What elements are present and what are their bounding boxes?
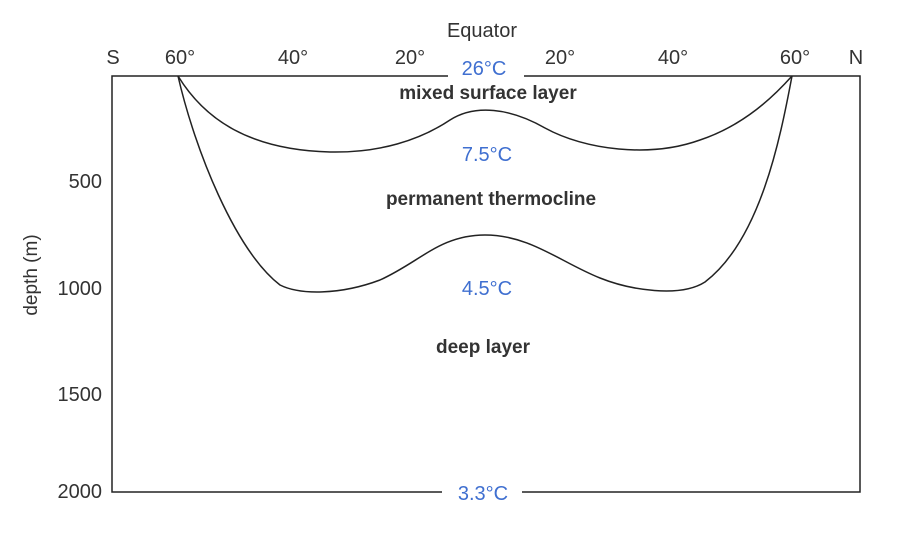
north-label: N bbox=[848, 47, 864, 69]
layer-label-surface: mixed surface layer bbox=[399, 83, 577, 104]
equator-label: Equator bbox=[446, 20, 518, 42]
y-tick: 1500 bbox=[57, 384, 103, 406]
temp-upper-boundary: 7.5°C bbox=[461, 144, 513, 166]
y-tick: 2000 bbox=[57, 481, 103, 503]
temp-surface: 26°C bbox=[461, 58, 507, 80]
y-axis-label: depth (m) bbox=[21, 234, 42, 316]
latitude-tick: 20° bbox=[544, 47, 576, 69]
latitude-tick: 40° bbox=[657, 47, 689, 69]
thermocline-boundary bbox=[177, 75, 793, 293]
layer-label-thermocline: permanent thermocline bbox=[385, 189, 597, 210]
latitude-tick: 40° bbox=[277, 47, 309, 69]
y-tick: 1000 bbox=[57, 278, 103, 300]
latitude-tick: 60° bbox=[164, 47, 196, 69]
layer-label-deep: deep layer bbox=[436, 337, 530, 358]
south-label: S bbox=[106, 47, 120, 69]
mixed-layer-boundary bbox=[177, 75, 793, 153]
latitude-tick: 60° bbox=[779, 47, 811, 69]
y-tick: 500 bbox=[68, 171, 102, 193]
temp-bottom: 3.3°C bbox=[457, 483, 509, 505]
latitude-tick: 20° bbox=[394, 47, 426, 69]
temp-lower-boundary: 4.5°C bbox=[461, 278, 513, 300]
